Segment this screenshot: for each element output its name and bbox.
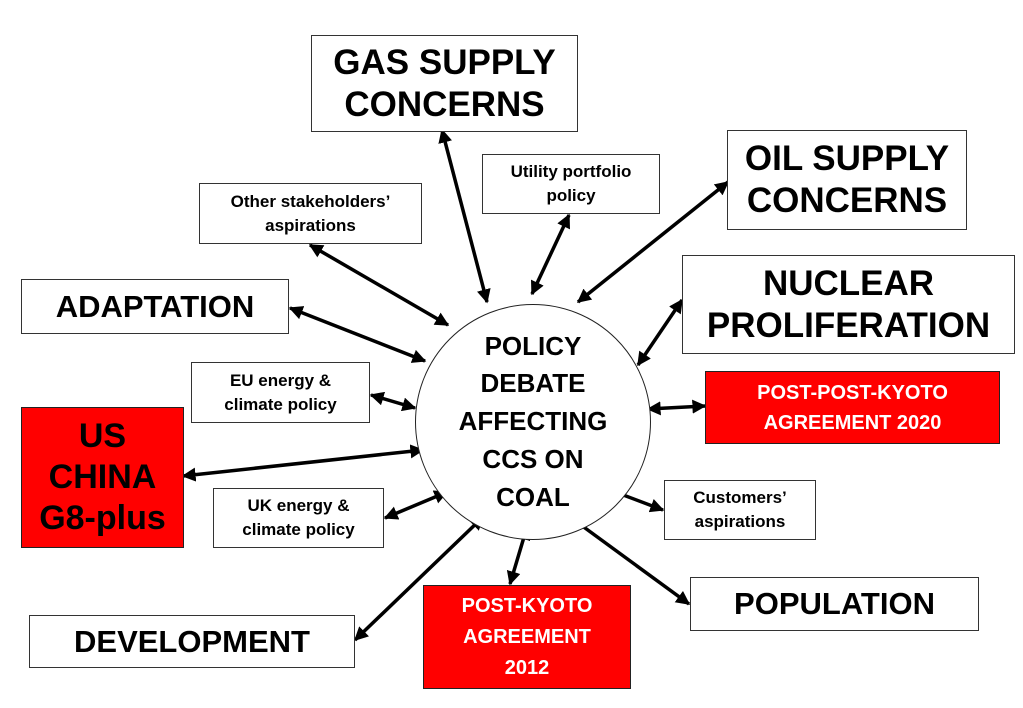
arrow-uk-policy (383, 490, 449, 520)
arrow-utility-portfolio (530, 213, 571, 296)
node-development: DEVELOPMENT (29, 615, 355, 668)
arrow-development (353, 515, 485, 642)
node-customers-aspirations: Customers’ aspirations (664, 480, 816, 540)
node-post-post-kyoto-agreement: POST-POST-KYOTO AGREEMENT 2020 (705, 371, 1000, 444)
arrow-population (568, 515, 691, 606)
node-oil-supply-concerns: OIL SUPPLY CONCERNS (727, 130, 967, 230)
node-utility-portfolio-policy: Utility portfolio policy (482, 154, 660, 214)
arrow-eu-policy (369, 391, 417, 412)
node-adaptation: ADAPTATION (21, 279, 289, 334)
center-label: POLICY DEBATE AFFECTING CCS ON COAL (458, 330, 608, 512)
node-population: POPULATION (690, 577, 979, 631)
node-nuclear-proliferation: NUCLEAR PROLIFERATION (682, 255, 1015, 354)
node-gas-supply-concerns: GAS SUPPLY CONCERNS (311, 35, 578, 132)
arrow-us-china (181, 444, 425, 482)
node-post-kyoto-agreement: POST-KYOTO AGREEMENT 2012 (423, 585, 631, 689)
arrow-nuclear (636, 298, 684, 367)
arrow-other-stakeholders (308, 243, 450, 327)
arrow-oil-supply (576, 180, 730, 304)
node-us-china-g8-plus: US CHINA G8-plus (21, 407, 184, 548)
node-uk-energy-climate-policy: UK energy & climate policy (213, 488, 384, 548)
arrow-gas-supply (438, 128, 491, 304)
arrow-adaptation (288, 306, 427, 363)
policy-debate-center: POLICY DEBATE AFFECTING CCS ON COAL (415, 304, 651, 540)
arrow-post-post-kyoto (646, 399, 707, 416)
node-eu-energy-climate-policy: EU energy & climate policy (191, 362, 370, 423)
node-other-stakeholders-aspirations: Other stakeholders’ aspirations (199, 183, 422, 244)
